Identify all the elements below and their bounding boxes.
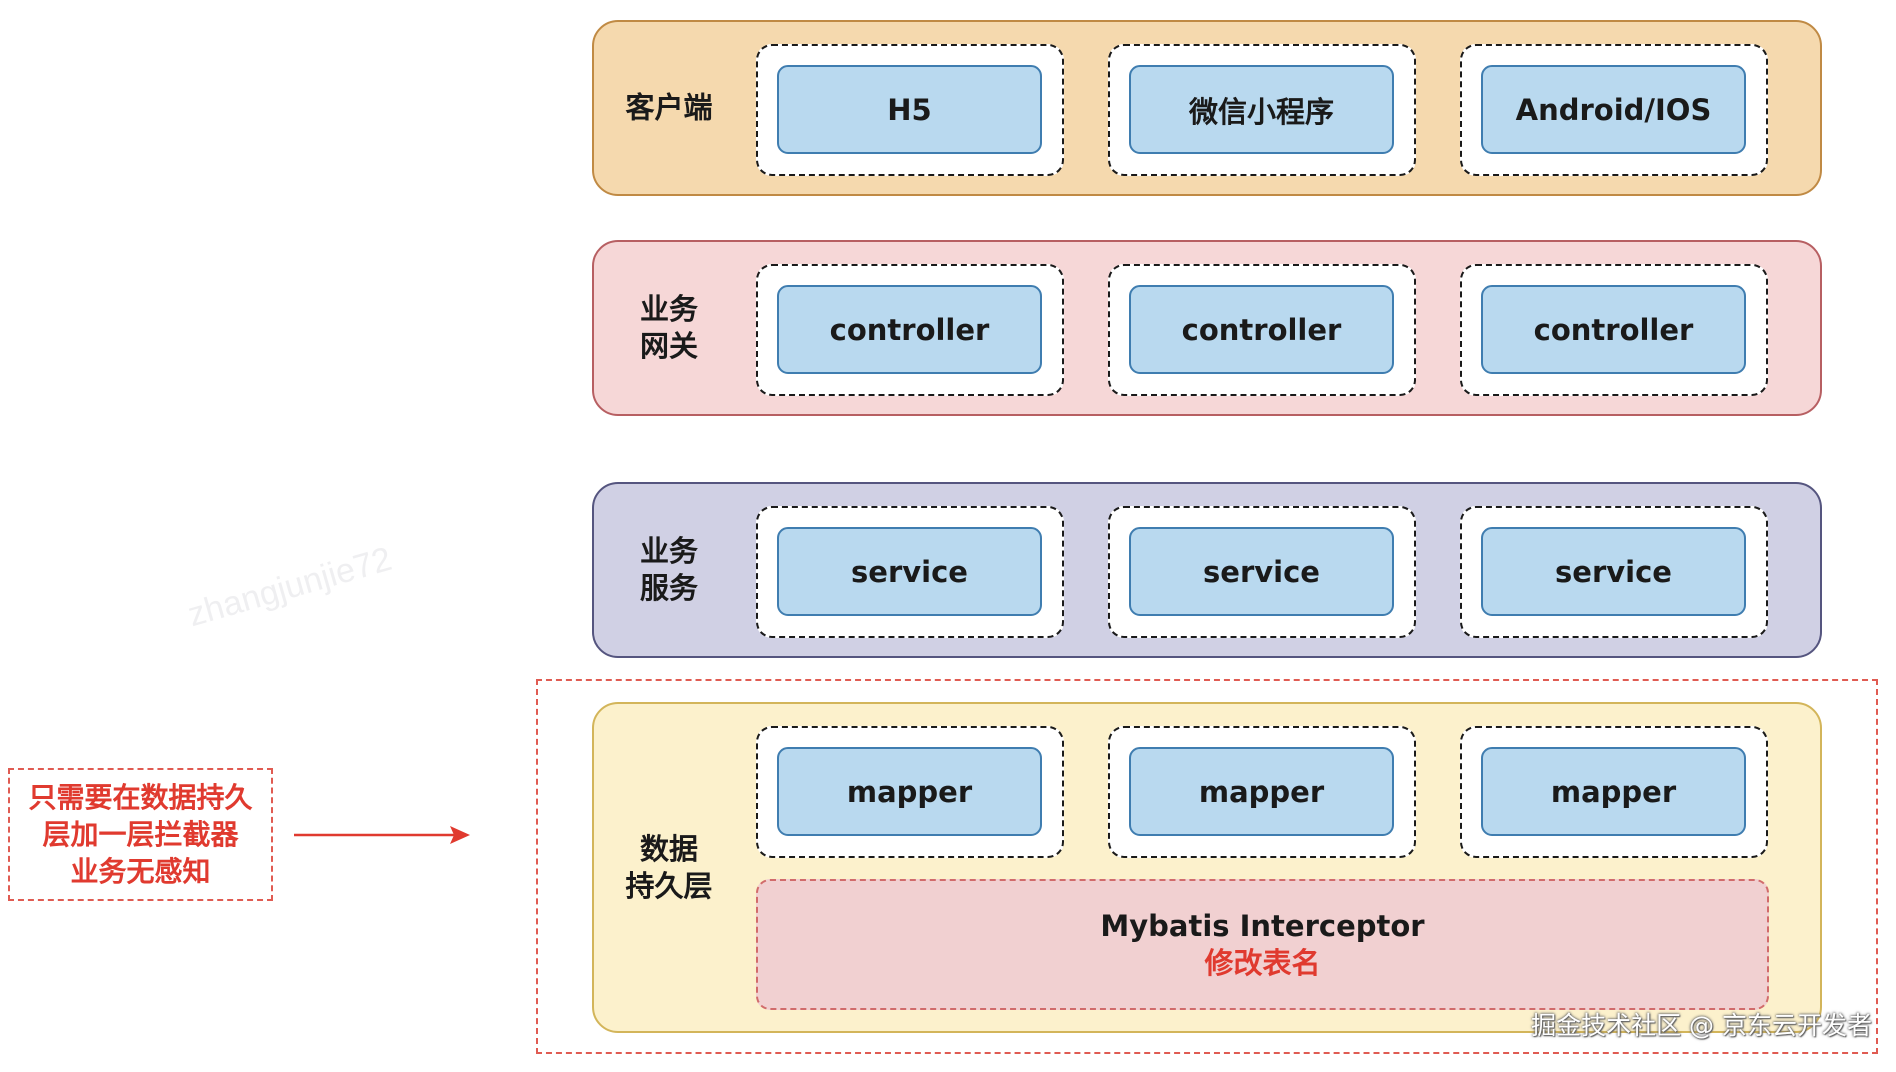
persistence-layer-label: 数据 持久层	[594, 831, 744, 905]
wechat-miniprogram-box[interactable]: 微信小程序	[1129, 65, 1394, 154]
gateway-slot-2: controller	[1108, 264, 1416, 396]
interceptor-name: Mybatis Interceptor	[1100, 908, 1425, 943]
service-box-2[interactable]: service	[1129, 527, 1394, 616]
client-layer: 客户端 H5 微信小程序 Android/IOS	[592, 20, 1822, 196]
persistence-label-line-2: 持久层	[625, 868, 713, 903]
gateway-label-line-1: 业务	[639, 292, 698, 326]
gateway-label-line-2: 网关	[639, 329, 698, 363]
watermark: zhangjunjie72	[183, 539, 396, 635]
client-slot-native: Android/IOS	[1460, 44, 1768, 176]
service-box-3[interactable]: service	[1481, 527, 1746, 616]
client-slot-wechat: 微信小程序	[1108, 44, 1416, 176]
footer-credit: 掘金技术社区 @ 京东云开发者	[1531, 1011, 1872, 1040]
h5-box[interactable]: H5	[777, 65, 1042, 154]
service-slot-1: service	[756, 506, 1064, 638]
gateway-slot-3: controller	[1460, 264, 1768, 396]
service-box-1[interactable]: service	[777, 527, 1042, 616]
service-label-line-2: 服务	[639, 571, 698, 605]
mapper-box-1[interactable]: mapper	[777, 747, 1042, 836]
service-layer-label: 业务 服务	[594, 533, 744, 607]
persistence-label-line-1: 数据	[639, 831, 698, 866]
note-line-2: 层加一层拦截器	[42, 818, 239, 851]
persistence-slot-1: mapper	[756, 726, 1064, 858]
highlight-frame	[536, 679, 1878, 1054]
annotation-note: 只需要在数据持久 层加一层拦截器 业务无感知	[8, 768, 273, 901]
persistence-layer: 数据 持久层 mapper mapper mapper Mybatis Inte…	[592, 702, 1822, 1033]
service-label-line-1: 业务	[639, 534, 698, 568]
persistence-slot-2: mapper	[1108, 726, 1416, 858]
note-line-3: 业务无感知	[70, 855, 211, 888]
persistence-slot-3: mapper	[1460, 726, 1768, 858]
client-slot-h5: H5	[756, 44, 1064, 176]
android-ios-box[interactable]: Android/IOS	[1481, 65, 1746, 154]
service-slot-3: service	[1460, 506, 1768, 638]
gateway-layer: 业务 网关 controller controller controller	[592, 240, 1822, 416]
client-layer-label: 客户端	[625, 90, 713, 125]
service-slot-2: service	[1108, 506, 1416, 638]
controller-box-2[interactable]: controller	[1129, 285, 1394, 374]
note-line-1: 只需要在数据持久	[28, 781, 253, 814]
arrow-right-icon	[294, 826, 470, 844]
interceptor-description: 修改表名	[1204, 945, 1321, 980]
controller-box-3[interactable]: controller	[1481, 285, 1746, 374]
mapper-box-3[interactable]: mapper	[1481, 747, 1746, 836]
gateway-slot-1: controller	[756, 264, 1064, 396]
gateway-layer-label: 业务 网关	[594, 291, 744, 365]
controller-box-1[interactable]: controller	[777, 285, 1042, 374]
service-layer: 业务 服务 service service service	[592, 482, 1822, 658]
mybatis-interceptor-box[interactable]: Mybatis Interceptor 修改表名	[756, 879, 1769, 1010]
mapper-box-2[interactable]: mapper	[1129, 747, 1394, 836]
